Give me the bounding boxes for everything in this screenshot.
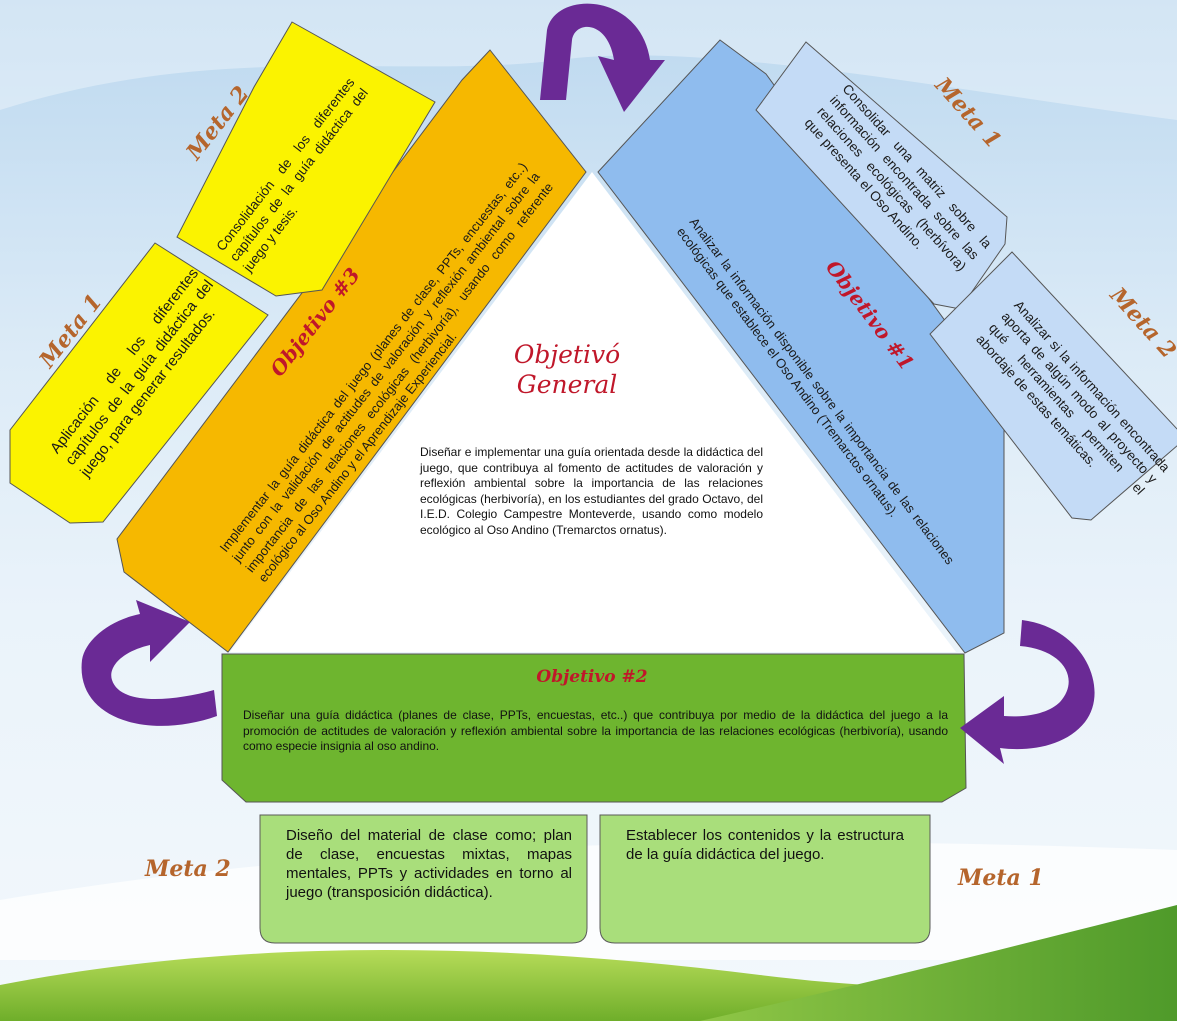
objetivo-2-meta-2-box [259, 814, 588, 944]
objetivo-2-meta-2-label: Meta 2 [145, 856, 231, 882]
curved-arrow-left [81, 600, 217, 726]
objetivo-general-title: Objetivó General [513, 340, 621, 399]
objetivo-3-meta-2-box [176, 21, 436, 297]
objetivo-3-meta-1-box [9, 242, 269, 524]
objetivo-2-meta-1-box [599, 814, 931, 944]
objetivo-3-band [116, 49, 587, 653]
objetivo-2-band [221, 653, 967, 803]
objetivo-2-meta-1-text: Establecer los contenidos y la estructur… [626, 827, 904, 863]
objetivo-2-meta-2-text: Diseño del material de clase como; plan … [286, 827, 572, 901]
central-triangle [230, 172, 956, 652]
objetivo-1-meta-2-box [929, 251, 1177, 521]
objetivo-2-meta-1-label: Meta 1 [958, 865, 1044, 891]
grass-hill-right [700, 905, 1177, 1021]
objetivo-2-text: Diseñar una guía didáctica (planes de cl… [243, 708, 948, 754]
objetivo-2-title: Objetivo #2 [536, 667, 648, 687]
objetivo-general-text: Diseñar e implementar una guía orientada… [420, 445, 763, 537]
curved-arrow-top [540, 3, 665, 113]
curved-arrow-right [960, 620, 1095, 764]
